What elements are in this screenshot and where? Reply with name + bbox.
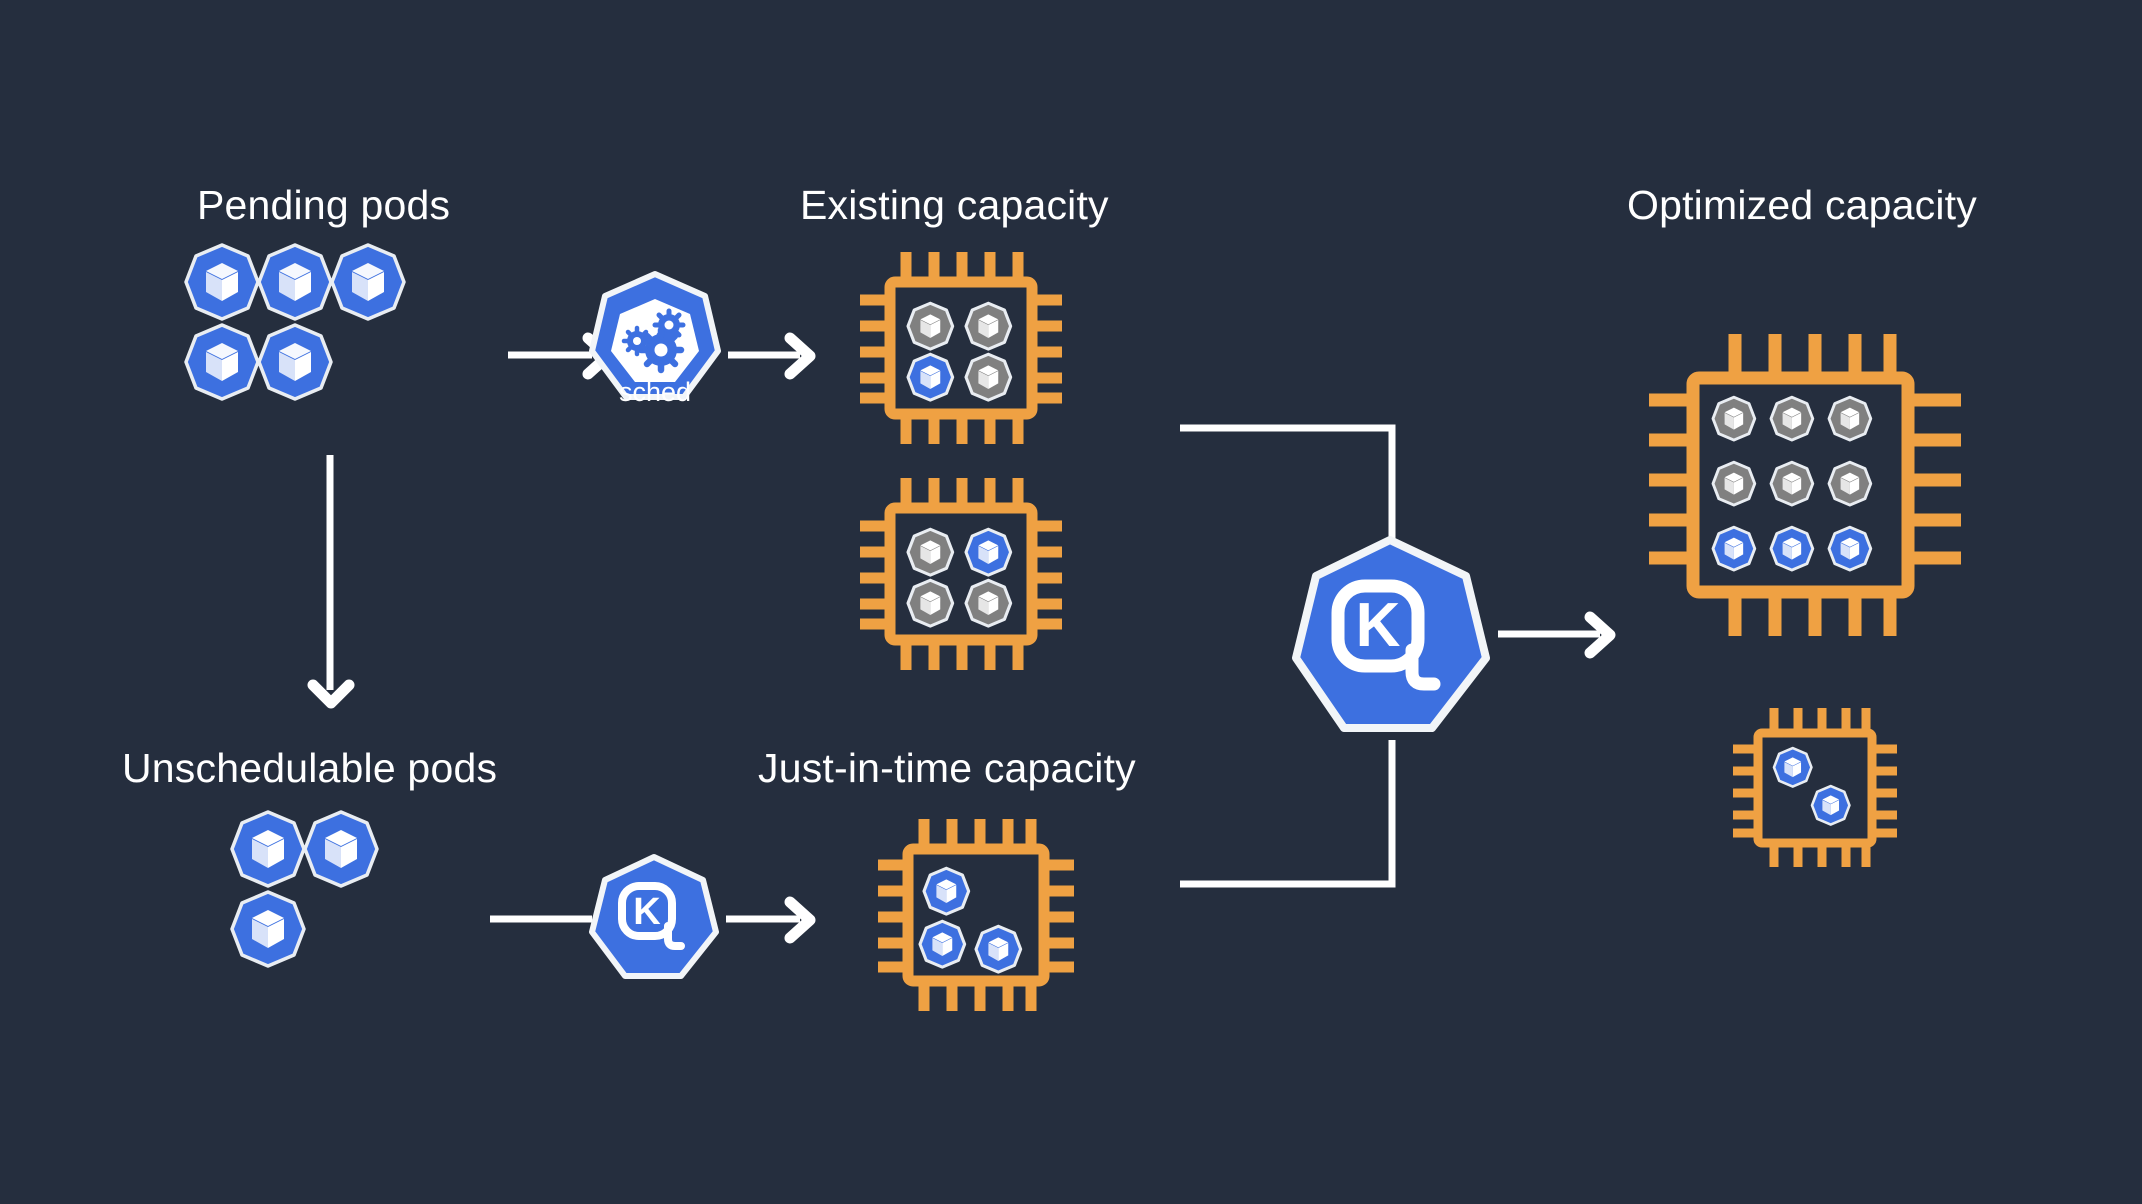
chip-pod[interactable] — [964, 527, 1013, 577]
chip-pod[interactable] — [1769, 460, 1815, 507]
optimized-capacity-node-large[interactable] — [1645, 330, 1965, 640]
chip-body — [902, 843, 1050, 987]
arrowhead-scheduler-to-existing — [784, 332, 816, 380]
label-optimized-capacity: Optimized capacity — [1627, 182, 1977, 228]
gears-icon — [621, 308, 686, 374]
karpenter-heptagon — [589, 854, 719, 979]
optimized-capacity-node-small[interactable] — [1730, 705, 1900, 870]
chip-pod[interactable] — [964, 578, 1013, 628]
scheduler-caption: sched — [619, 377, 691, 407]
chip-pod[interactable] — [1827, 525, 1873, 572]
chip-pod[interactable] — [906, 578, 955, 628]
unschedulable-pods-group — [230, 810, 412, 990]
label-just-in-time-capacity: Just-in-time capacity — [758, 745, 1136, 791]
chip-body — [884, 276, 1038, 420]
karpenter-k-letter: K — [633, 891, 661, 933]
chip-pod[interactable] — [1772, 746, 1813, 788]
chip-pod[interactable] — [1711, 395, 1757, 442]
unschedulable-pod[interactable] — [230, 810, 306, 888]
pending-pod[interactable] — [184, 323, 260, 401]
chip-body — [884, 502, 1038, 646]
chip-pod[interactable] — [922, 866, 971, 916]
label-pending-pods: Pending pods — [197, 182, 451, 228]
chip-pod[interactable] — [1711, 460, 1757, 507]
chip-pod[interactable] — [918, 919, 967, 969]
unschedulable-pod[interactable] — [230, 890, 306, 968]
pending-pod[interactable] — [184, 243, 260, 321]
connector-jit-to-karpenter-main — [1180, 740, 1396, 888]
karpenter-node-small[interactable]: K — [586, 854, 726, 989]
arrowhead-karpenter-main-to-optimized — [1584, 611, 1616, 659]
chip-pod[interactable] — [1827, 395, 1873, 442]
chip-pod[interactable] — [1810, 784, 1851, 826]
chip-pod[interactable] — [974, 924, 1023, 974]
karpenter-k-icon: K — [618, 882, 685, 950]
chip-pod[interactable] — [1827, 460, 1873, 507]
pending-pod[interactable] — [257, 243, 333, 321]
unschedulable-pod[interactable] — [303, 810, 379, 888]
chip-pod[interactable] — [906, 301, 955, 351]
arrowhead-karpenter-to-jit — [784, 896, 816, 944]
chip-body — [1753, 728, 1877, 848]
chip-body — [1686, 371, 1915, 599]
chip-pod[interactable] — [964, 301, 1013, 351]
pending-pod[interactable] — [330, 243, 406, 321]
chip-pod[interactable] — [906, 352, 955, 402]
arrowhead-pending-to-unschedulable — [307, 679, 355, 709]
chip-pod[interactable] — [964, 352, 1013, 402]
pending-pods-group — [184, 243, 406, 423]
label-existing-capacity: Existing capacity — [800, 182, 1109, 228]
chip-pins — [878, 819, 1074, 1011]
karpenter-k-icon: K — [1331, 579, 1441, 691]
pending-pod[interactable] — [257, 323, 333, 401]
just-in-time-capacity-node[interactable] — [876, 815, 1076, 1015]
scheduler-node[interactable]: sched — [585, 271, 730, 446]
label-unschedulable-pods: Unschedulable pods — [122, 745, 498, 791]
chip-pod[interactable] — [906, 527, 955, 577]
karpenter-node-main[interactable]: K — [1282, 536, 1502, 746]
existing-capacity-node-2[interactable] — [856, 474, 1066, 674]
chip-pins — [1649, 334, 1961, 636]
chip-pod[interactable] — [1769, 395, 1815, 442]
chip-pod[interactable] — [1769, 525, 1815, 572]
karpenter-k-letter: K — [1356, 591, 1401, 660]
existing-capacity-node-1[interactable] — [856, 248, 1066, 448]
chip-pod[interactable] — [1711, 525, 1757, 572]
